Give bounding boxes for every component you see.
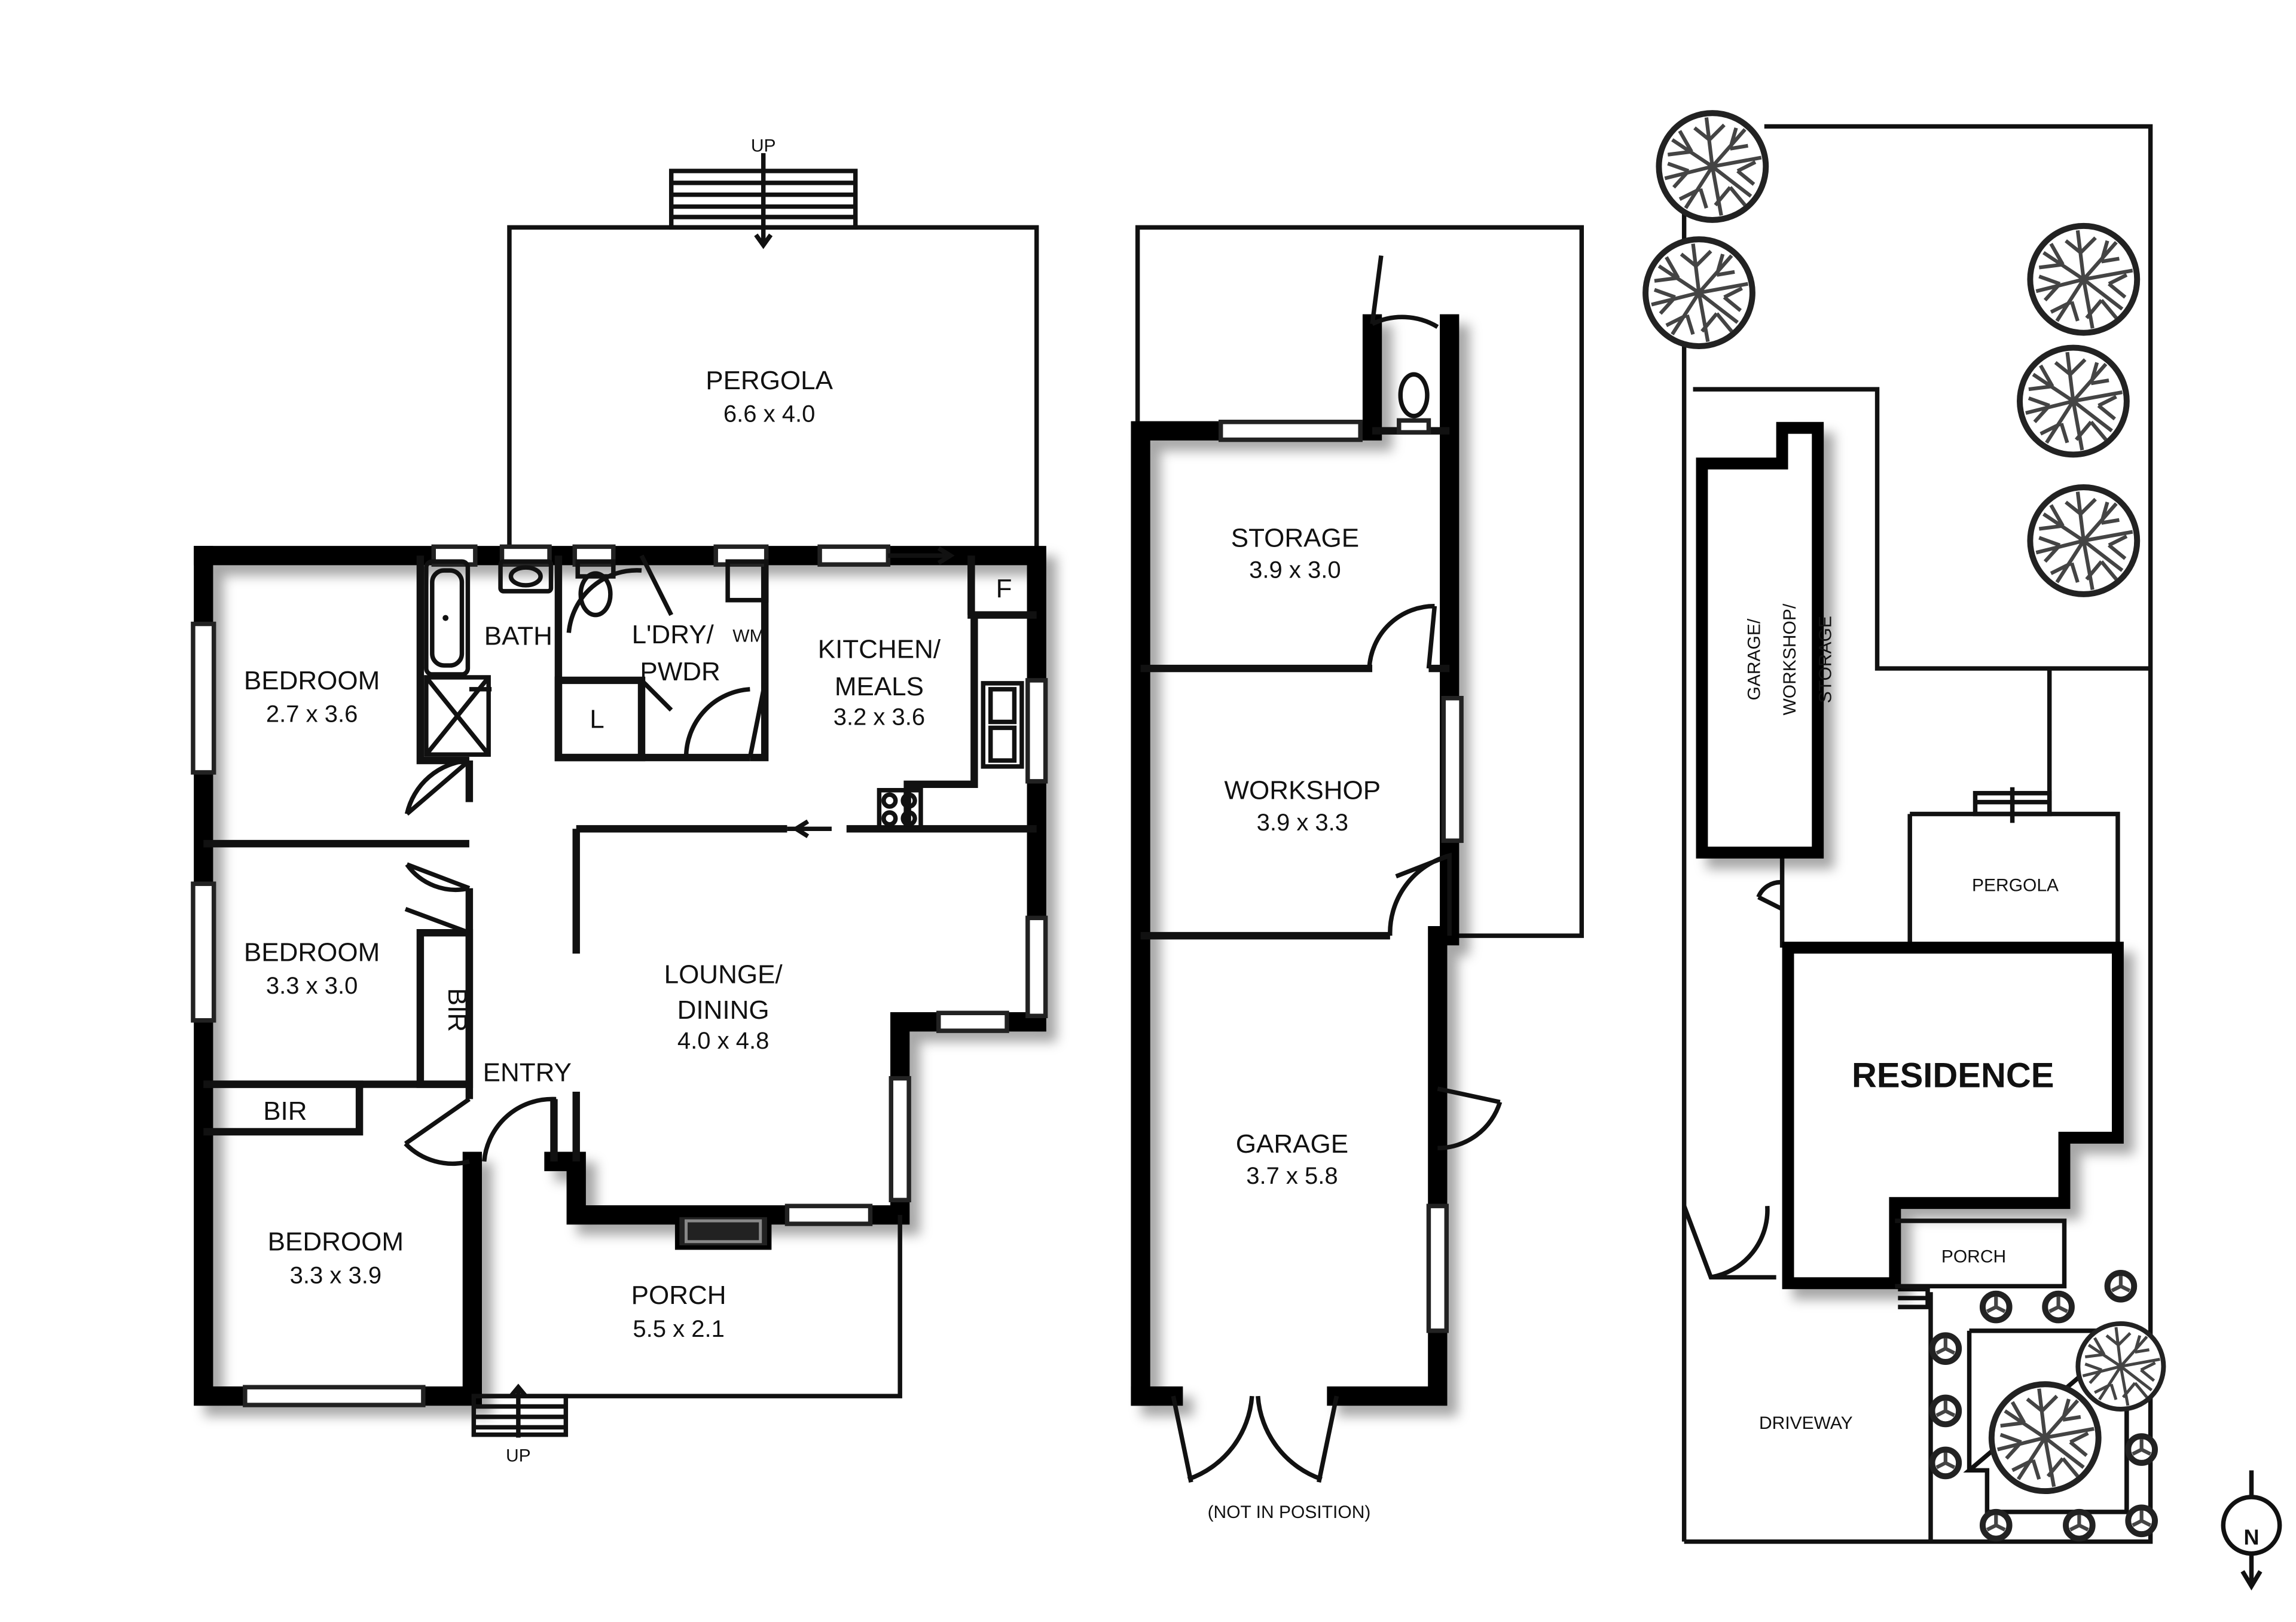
house-flow-arrows xyxy=(787,546,955,838)
site-garage-label-2: WORKSHOP/ xyxy=(1780,603,1800,715)
residence-porch-steps xyxy=(1898,1287,1930,1309)
house-doors xyxy=(404,554,767,1166)
house-labels: UP PERGOLA 6.6 x 4.0 BATH L'DRY/ PWDR WM… xyxy=(244,136,1012,1466)
outbuilding-walls xyxy=(1131,314,1460,1406)
laundry-label-2: PWDR xyxy=(640,657,720,686)
entry-steps xyxy=(471,1383,569,1438)
bedroom-3-label: BEDROOM xyxy=(268,1227,404,1257)
fridge-label: F xyxy=(996,574,1012,603)
bath-label: BATH xyxy=(484,621,552,650)
house-fixtures xyxy=(424,555,1024,1250)
bedroom-2-dim: 3.3 x 3.0 xyxy=(266,973,358,999)
residence-building xyxy=(1782,942,2124,1290)
lounge-dim: 4.0 x 4.8 xyxy=(677,1028,769,1054)
north-arrow: N xyxy=(2221,1470,2282,1591)
kitchen-dim: 3.2 x 3.6 xyxy=(833,704,925,730)
porch-dim: 5.5 x 2.1 xyxy=(633,1316,724,1342)
storage-label: STORAGE xyxy=(1231,523,1359,552)
workshop-label: WORKSHOP xyxy=(1225,776,1381,805)
kitchen-label-2: MEALS xyxy=(835,672,924,701)
pergola-area xyxy=(507,225,1039,553)
driveway-label: DRIVEWAY xyxy=(1759,1413,1853,1433)
lounge-label: LOUNGE/ xyxy=(664,960,783,989)
site-garage-label-3: STORAGE xyxy=(1816,616,1836,703)
north-label: N xyxy=(2243,1525,2259,1550)
site-pergola-label: PERGOLA xyxy=(1972,876,2059,896)
pergola-dim: 6.6 x 4.0 xyxy=(723,401,815,427)
outbuilding-plan: STORAGE 3.9 x 3.0 WORKSHOP 3.9 x 3.3 GAR… xyxy=(1131,225,1584,1522)
garage-workshop-storage-building xyxy=(1696,421,1824,859)
pergola-steps-site xyxy=(1973,787,2052,823)
site-garage-label-1: GARAGE/ xyxy=(1744,618,1764,700)
garage-label: GARAGE xyxy=(1236,1129,1348,1159)
outbuilding-interior xyxy=(1140,255,1503,1483)
up-label-top: UP xyxy=(751,136,776,156)
garage-dim: 3.7 x 5.8 xyxy=(1246,1163,1338,1189)
not-in-position-note: (NOT IN POSITION) xyxy=(1208,1502,1371,1522)
lounge-label-2: DINING xyxy=(677,995,770,1025)
porch-label: PORCH xyxy=(631,1281,726,1310)
bedroom-1-dim: 2.7 x 3.6 xyxy=(266,701,358,727)
outbuilding-yard xyxy=(1135,225,1584,938)
porch-area xyxy=(472,1215,902,1398)
house-windows xyxy=(191,544,1048,1407)
linen-label: L xyxy=(590,704,604,734)
wm-label: WM xyxy=(732,626,764,646)
bedroom-2-label: BEDROOM xyxy=(244,937,380,967)
laundry-label: L'DRY/ xyxy=(632,620,715,649)
bir-horizontal-label: BIR xyxy=(263,1096,307,1126)
site-porch-label: PORCH xyxy=(1941,1247,2006,1267)
residence-label: RESIDENCE xyxy=(1852,1056,2054,1095)
house-plan: UP PERGOLA 6.6 x 4.0 BATH L'DRY/ PWDR WM… xyxy=(191,136,1048,1466)
entry-label: ENTRY xyxy=(483,1058,572,1088)
storage-dim: 3.9 x 3.0 xyxy=(1249,557,1341,584)
workshop-dim: 3.9 x 3.3 xyxy=(1257,810,1348,836)
bir-vertical-label: BIR xyxy=(442,988,472,1032)
pergola-label: PERGOLA xyxy=(706,366,833,395)
up-label-bottom: UP xyxy=(506,1446,531,1465)
house-interior-walls xyxy=(203,555,1037,1162)
site-plan: GARAGE/ WORKSHOP/ STORAGE PERGOLA RESIDE… xyxy=(1645,113,2282,1591)
bedroom-1-label: BEDROOM xyxy=(244,666,380,695)
site-boundary xyxy=(1684,124,2153,1544)
site-labels: GARAGE/ WORKSHOP/ STORAGE PERGOLA RESIDE… xyxy=(1744,603,2059,1433)
outbuilding-labels: STORAGE 3.9 x 3.0 WORKSHOP 3.9 x 3.3 GAR… xyxy=(1208,523,1381,1522)
kitchen-label: KITCHEN/ xyxy=(818,635,941,664)
bedroom-3-dim: 3.3 x 3.9 xyxy=(290,1262,381,1288)
pergola-steps xyxy=(668,153,858,249)
